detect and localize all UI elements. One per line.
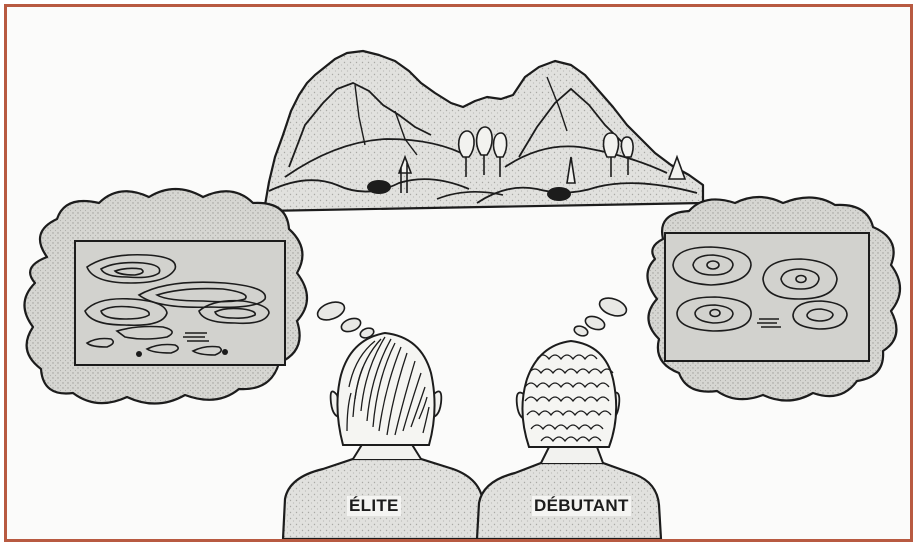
dark-pond-left bbox=[367, 180, 391, 194]
elite-thought-cloud bbox=[24, 189, 307, 404]
dark-pond-right bbox=[547, 187, 571, 201]
novice-thought-cloud bbox=[647, 197, 900, 401]
elite-label: ÉLITE bbox=[347, 496, 401, 516]
terrain-landscape bbox=[263, 51, 703, 211]
illustration-frame: ÉLITE DÉBUTANT bbox=[4, 4, 913, 542]
elite-vs-novice-map-illustration bbox=[7, 7, 910, 539]
novice-thought-trail bbox=[573, 295, 629, 338]
debutant-label: DÉBUTANT bbox=[532, 496, 631, 516]
elite-thought-trail bbox=[315, 299, 375, 340]
